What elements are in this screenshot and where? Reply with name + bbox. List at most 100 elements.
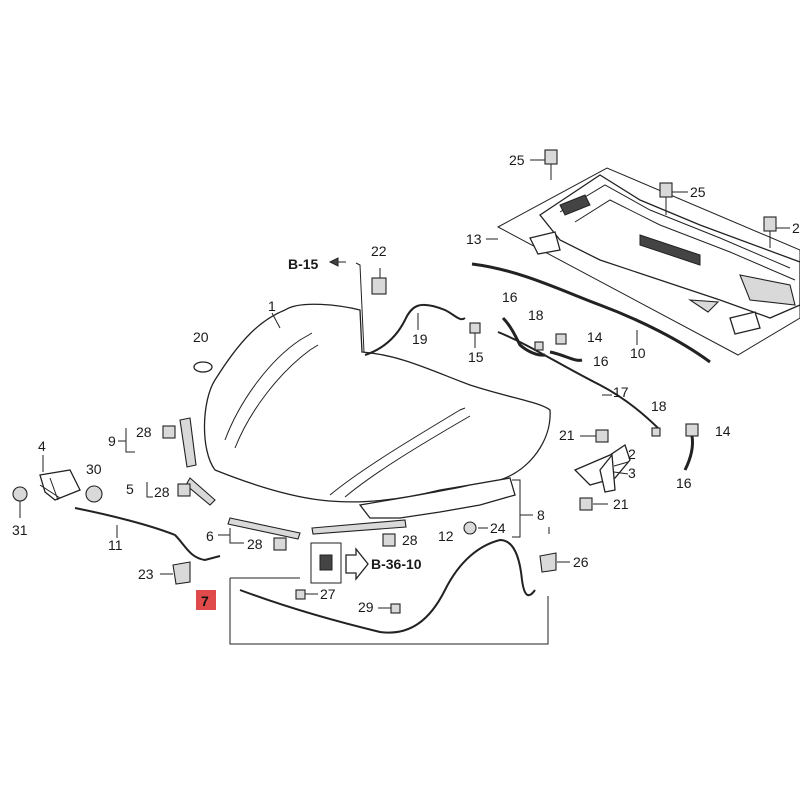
cable-19-line bbox=[364, 303, 466, 356]
hood-crease-left bbox=[224, 332, 313, 441]
leader-b15 bbox=[355, 262, 365, 353]
hinge-22 bbox=[371, 277, 387, 295]
box-7 bbox=[229, 578, 549, 645]
highlight-marker-7 bbox=[196, 590, 216, 610]
cowl-clip bbox=[687, 299, 720, 313]
label-20: 20 bbox=[193, 329, 209, 345]
cowl-cap-left bbox=[529, 231, 561, 255]
label-28c: 28 bbox=[247, 536, 263, 552]
clip-28-a bbox=[162, 425, 176, 439]
label-22: 22 bbox=[371, 243, 387, 259]
label-6: 6 bbox=[206, 528, 214, 544]
hood-underside-8 bbox=[358, 477, 533, 538]
label-16a: 16 bbox=[502, 289, 518, 305]
cable-11 bbox=[74, 507, 221, 562]
bracket-9 bbox=[125, 428, 135, 453]
hinge-assembly bbox=[573, 429, 631, 511]
hose-16-a bbox=[501, 316, 546, 357]
clip-28-c bbox=[273, 537, 287, 551]
seal-5 bbox=[185, 477, 216, 506]
cowl-panel-end bbox=[739, 274, 796, 306]
label-9: 9 bbox=[108, 433, 116, 449]
hood-underside bbox=[358, 477, 516, 519]
clip-15 bbox=[469, 322, 481, 348]
washer-tube-17 bbox=[497, 331, 661, 431]
label-5: 5 bbox=[126, 481, 134, 497]
joint-18-b bbox=[651, 427, 661, 437]
hoses-16-18 bbox=[497, 316, 699, 471]
label-10: 10 bbox=[630, 345, 646, 361]
label-2: 2 bbox=[628, 446, 636, 462]
hose-16-c bbox=[683, 435, 694, 471]
label-28b: 28 bbox=[154, 484, 170, 500]
label-18b: 18 bbox=[651, 398, 667, 414]
label-12: 12 bbox=[438, 528, 454, 544]
label-23: 23 bbox=[138, 566, 154, 582]
ref-label-b15: B-15 bbox=[288, 256, 319, 272]
label-18a: 18 bbox=[528, 307, 544, 323]
cable-7-group bbox=[196, 538, 570, 645]
hood-latch-group bbox=[12, 455, 221, 585]
label-14a: 14 bbox=[587, 329, 603, 345]
joint-14-a bbox=[555, 333, 567, 345]
leader-3 bbox=[613, 471, 629, 475]
joint-18-a bbox=[534, 341, 544, 351]
label-27: 27 bbox=[320, 586, 336, 602]
hinge-arm bbox=[599, 453, 616, 493]
cowl-panel-vent bbox=[639, 234, 701, 266]
grommet-ref bbox=[319, 554, 333, 571]
label-14b: 14 bbox=[715, 423, 731, 439]
seal-6 bbox=[227, 517, 301, 540]
side-seals bbox=[118, 417, 216, 506]
label-15: 15 bbox=[468, 349, 484, 365]
label-21b: 21 bbox=[613, 496, 629, 512]
leader-2 bbox=[613, 461, 629, 467]
label-3: 3 bbox=[628, 465, 636, 481]
label-7: 7 bbox=[201, 593, 209, 609]
clip-28-d bbox=[382, 533, 396, 547]
hood-latch bbox=[39, 469, 81, 501]
label-4: 4 bbox=[38, 438, 46, 454]
ref-b3610 bbox=[310, 542, 369, 584]
hood-crease-right-2 bbox=[344, 415, 471, 498]
cowl-panel-edge bbox=[559, 184, 791, 269]
part-number-labels: 1 2 3 4 5 6 7 8 9 10 11 12 13 14 14 15 1… bbox=[12, 152, 800, 615]
clips-28 bbox=[162, 425, 396, 551]
label-16b: 16 bbox=[593, 353, 609, 369]
bolt-25-b bbox=[659, 182, 673, 198]
leader-1 bbox=[271, 312, 281, 329]
hood-panel bbox=[203, 303, 551, 503]
cowl-group-outline bbox=[496, 167, 800, 356]
bolt-25-group bbox=[530, 149, 790, 248]
cable-19 bbox=[364, 303, 466, 356]
hood-hinge bbox=[573, 443, 631, 486]
bolt-21-b bbox=[579, 497, 593, 511]
label-11: 11 bbox=[108, 537, 123, 553]
arrowhead-b15 bbox=[328, 257, 339, 267]
label-21a: 21 bbox=[559, 427, 575, 443]
grommet-24 bbox=[463, 521, 477, 535]
bracket-5 bbox=[146, 482, 153, 498]
cowl-panel-rib bbox=[574, 199, 796, 281]
bolt-31 bbox=[12, 486, 28, 502]
hood-crease-left-2 bbox=[234, 344, 319, 449]
label-13: 13 bbox=[466, 231, 482, 247]
seal-12 bbox=[311, 519, 407, 535]
ref-label-b3610: B-36-10 bbox=[371, 556, 422, 572]
bolt-25-a bbox=[544, 149, 558, 165]
clip-27 bbox=[295, 589, 306, 600]
washer-20 bbox=[193, 361, 213, 373]
hood-crease-right bbox=[329, 407, 466, 496]
box-b3610 bbox=[310, 542, 342, 584]
bolt-25-c bbox=[763, 216, 777, 232]
clip-23 bbox=[172, 561, 191, 585]
clip-29 bbox=[390, 603, 401, 614]
label-17: 17 bbox=[613, 384, 629, 400]
joint-14-b bbox=[685, 423, 699, 437]
label-28a: 28 bbox=[136, 424, 152, 440]
label-31: 31 bbox=[12, 522, 28, 538]
clip-15-body bbox=[469, 322, 481, 334]
label-16c: 16 bbox=[676, 475, 692, 491]
hood-hinge-22 bbox=[328, 257, 387, 353]
